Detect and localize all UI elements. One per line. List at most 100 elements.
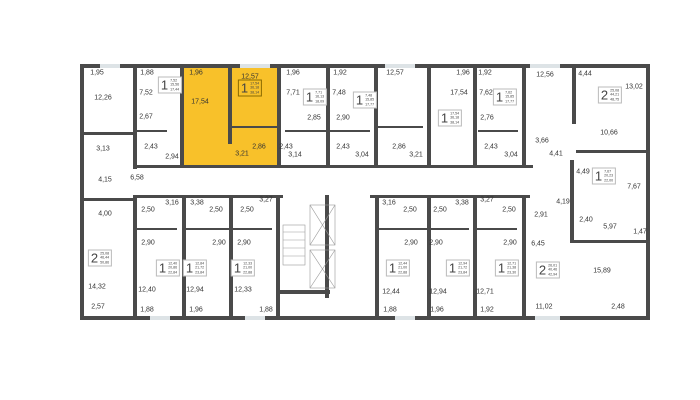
area-value: 7,67: [604, 169, 612, 174]
area-value: 46,44: [100, 255, 110, 260]
stairwell: [282, 204, 336, 289]
area-value: 12,33: [243, 261, 253, 266]
room-count: 2: [600, 87, 609, 103]
room-area-label: 2,76: [480, 114, 494, 122]
room-area-label: 2,94: [165, 153, 179, 161]
room-area-label: 2,85: [307, 114, 321, 122]
room-area-label: 3,27: [480, 196, 494, 204]
area-value: 21,38: [507, 265, 517, 270]
room-area-label: 6,45: [531, 240, 545, 248]
room-area-label: 1,92: [480, 306, 494, 314]
room-area-label: 12,44: [382, 288, 400, 296]
room-area-label: 4,41: [549, 150, 563, 158]
room-area-label: 12,94: [186, 286, 204, 294]
area-value: 23,84: [458, 270, 468, 275]
area-value: 22,00: [604, 178, 614, 183]
area-value: 21,72: [458, 265, 468, 270]
room-area-label: 2,43: [279, 143, 293, 151]
area-value: 21,72: [195, 265, 205, 270]
room-area-label: 7,71: [286, 89, 300, 97]
area-value: 12,40: [168, 261, 178, 266]
room-count: 1: [495, 89, 504, 105]
room-area-label: 12,57: [386, 69, 404, 77]
area-value: 21,00: [398, 265, 408, 270]
area-value: 20,23: [604, 173, 614, 178]
area-value: 50,86: [100, 260, 110, 265]
room-count: 1: [355, 92, 364, 108]
room-area-label: 4,00: [98, 210, 112, 218]
area-value: 12,94: [458, 261, 468, 266]
area-value: 17,77: [505, 99, 515, 104]
room-area-label: 2,90: [237, 239, 251, 247]
room-area-label: 3,21: [235, 150, 249, 158]
room-area-label: 4,49: [576, 168, 590, 176]
room-area-label: 4,19: [556, 198, 570, 206]
area-value: 12,44: [398, 261, 408, 266]
area-value: 12,71: [507, 261, 517, 266]
room-area-label: 2,90: [503, 239, 517, 247]
area-value: 38,14: [250, 90, 260, 95]
area-value: 36,18: [450, 115, 460, 120]
area-value: 21,00: [243, 265, 253, 270]
room-area-label: 12,26: [94, 94, 112, 102]
room-area-label: 12,71: [476, 288, 494, 296]
room-count: 1: [240, 80, 249, 96]
room-area-label: 1,96: [189, 306, 203, 314]
room-area-label: 12,33: [234, 286, 252, 294]
room-area-label: 1,95: [90, 69, 104, 77]
area-value: 15,85: [505, 94, 515, 99]
room-area-label: 7,52: [139, 89, 153, 97]
room-area-label: 3,38: [455, 199, 469, 207]
room-area-label: 15,89: [593, 267, 611, 275]
room-count: 1: [594, 168, 603, 184]
room-area-label: 10,66: [600, 129, 618, 137]
room-area-label: 2,50: [209, 206, 223, 214]
room-area-label: 1,88: [140, 306, 154, 314]
room-area-label: 17,54: [450, 89, 468, 97]
room-area-label: 1,88: [140, 69, 154, 77]
room-area-label: 2,50: [141, 206, 155, 214]
room-area-label: 7,48: [332, 89, 346, 97]
area-value: 25,08: [610, 88, 620, 93]
room-area-label: 2,50: [240, 206, 254, 214]
room-area-label: 3,13: [96, 145, 110, 153]
room-area-label: 2,90: [404, 239, 418, 247]
area-value: 22,88: [243, 270, 253, 275]
room-count: 1: [305, 89, 314, 105]
room-area-label: 2,90: [212, 239, 226, 247]
room-count: 2: [538, 262, 547, 278]
area-value: 20,86: [168, 265, 178, 270]
room-count: 2: [90, 250, 99, 266]
room-area-label: 2,67: [139, 113, 153, 121]
room-area-label: 2,50: [502, 206, 516, 214]
room-area-label: 2,43: [336, 143, 350, 151]
